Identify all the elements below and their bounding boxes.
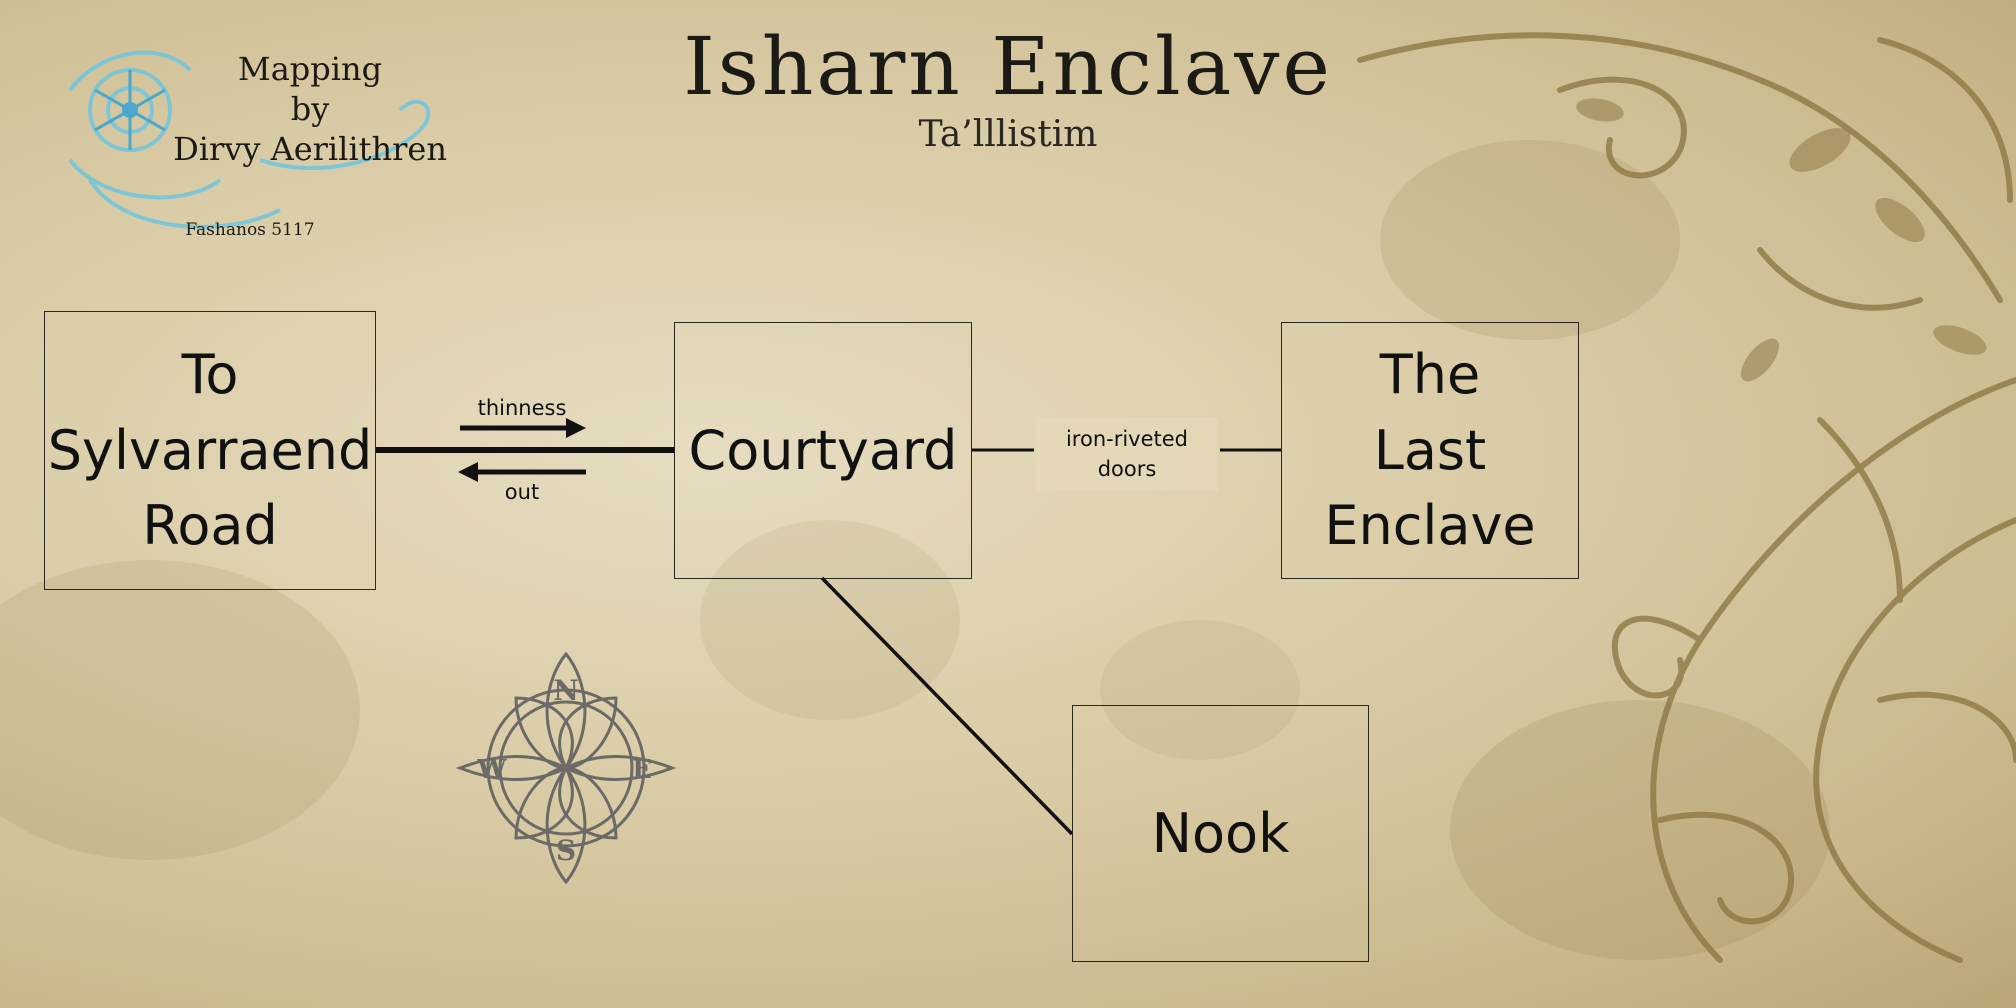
out-label: out [504, 480, 540, 504]
room-label: Courtyard [688, 418, 958, 482]
room-label-line: The [1379, 343, 1481, 407]
mapping-credit: Mapping by Dirvy Aerilithren Fashanos 51… [60, 30, 447, 260]
room-label: Nook [1151, 801, 1290, 865]
compass-w: W [476, 755, 507, 785]
credit-author: Dirvy Aerilithren [173, 130, 447, 168]
compass-n: N [553, 674, 579, 707]
room-label-line: Sylvarraend [47, 418, 373, 482]
room-nook[interactable]: Nook [1072, 705, 1369, 962]
doors-label-line-2: doors [1097, 457, 1157, 482]
compass-s: S [556, 834, 576, 867]
room-label-line: Road [142, 494, 278, 558]
room-the-last-enclave[interactable]: The Last Enclave [1281, 322, 1579, 579]
room-label-line: Last [1373, 418, 1487, 482]
out-arrowhead [458, 462, 478, 482]
doors-label-line-1: iron-riveted [1065, 427, 1189, 451]
room-label-line: Enclave [1324, 494, 1536, 558]
thinness-label: thinness [477, 396, 567, 420]
thinness-arrowhead [566, 418, 586, 438]
room-label-line: To [181, 343, 239, 407]
credit-date: Fashanos 5117 [185, 220, 315, 240]
map-subtitle: Ta’lllistim [918, 114, 1098, 155]
iron-riveted-doors-label: iron-riveted doors [1036, 418, 1218, 491]
room-courtyard[interactable]: Courtyard [674, 322, 972, 579]
compass-rose: N S W E [456, 651, 676, 885]
courtyard-nook-line [820, 576, 1074, 836]
snowflake-ornament [68, 50, 431, 229]
map-title: Isharn Enclave [683, 20, 1333, 113]
compass-e: E [632, 755, 652, 785]
credit-line-1: Mapping [237, 50, 383, 88]
room-sylvarraend-road[interactable]: To Sylvarraend Road [44, 311, 376, 590]
credit-line-2: by [290, 90, 330, 128]
